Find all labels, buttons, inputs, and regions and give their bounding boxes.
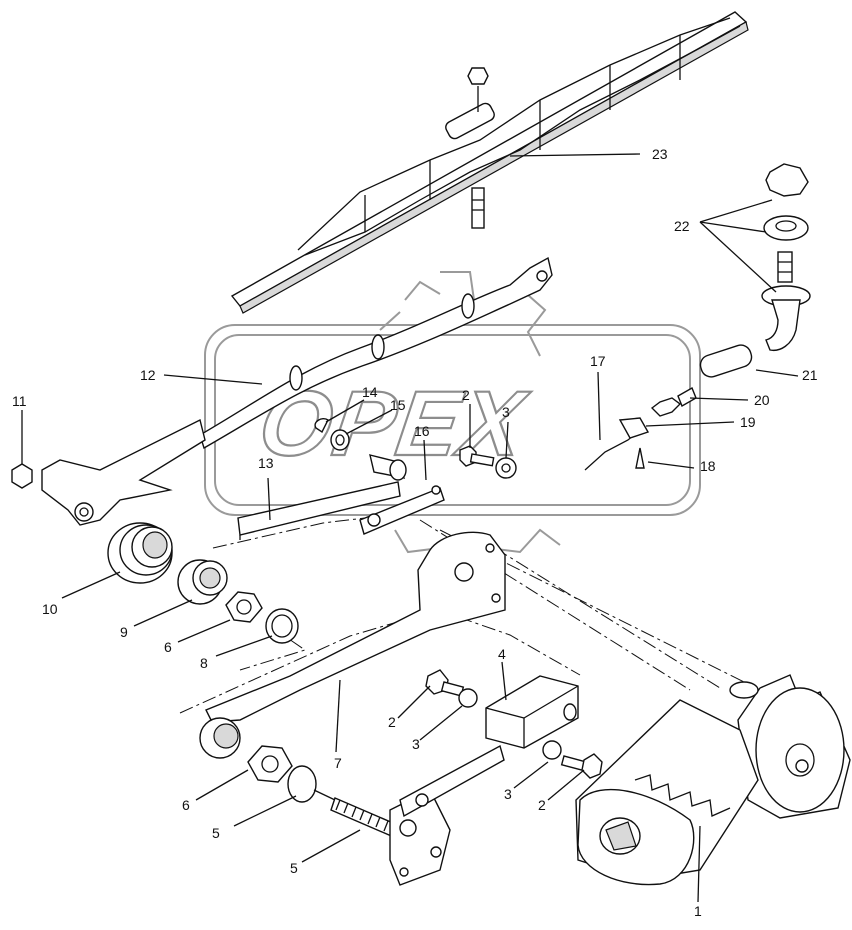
lower-bolt-head-2-icon <box>581 753 603 779</box>
callout-10: 10 <box>42 601 58 617</box>
washer-15-icon <box>330 429 350 451</box>
callout-15: 15 <box>390 397 406 413</box>
motor-bracket <box>199 531 506 759</box>
clip-icon <box>314 418 329 434</box>
lower-hex-nut-icon <box>247 745 293 783</box>
callout-17: 17 <box>590 353 606 369</box>
wiper-motor <box>575 674 851 886</box>
callout-20: 20 <box>754 392 770 408</box>
nozzle-washer-icon <box>763 215 809 241</box>
washer-icon <box>265 608 299 644</box>
callout-14: 14 <box>362 384 378 400</box>
nozzle-nut-icon <box>765 163 809 197</box>
callout-11: 11 <box>12 393 27 409</box>
leader-lines <box>21 153 799 903</box>
callout-9: 9 <box>120 624 128 640</box>
tension-spring <box>313 789 451 886</box>
link-plates <box>237 481 445 540</box>
callout-3-upper: 3 <box>502 404 510 420</box>
callout-5-lower: 5 <box>290 860 298 876</box>
callout-22: 22 <box>674 218 690 234</box>
blade-nut-icon <box>467 67 489 85</box>
wiper-arm <box>41 256 553 526</box>
wiper-blade <box>230 11 749 314</box>
callout-16: 16 <box>414 423 430 439</box>
callout-3-lower: 3 <box>504 786 512 802</box>
callout-2-upper: 2 <box>462 387 470 403</box>
callout-7: 7 <box>334 755 342 771</box>
spring-clip-icon <box>287 765 317 803</box>
callout-1: 1 <box>694 903 702 919</box>
nut-icon <box>11 463 33 489</box>
callout-21: 21 <box>802 367 818 383</box>
screw-icon <box>635 447 645 469</box>
washer-nozzle-assembly <box>584 163 811 471</box>
lower-washer-2-icon <box>542 740 562 760</box>
rubber-boot <box>107 522 173 584</box>
callout-6-upper: 6 <box>164 639 172 655</box>
callout-18: 18 <box>700 458 716 474</box>
washer-3-icon <box>495 457 517 479</box>
callout-6-lower: 6 <box>182 797 190 813</box>
callout-3-mid: 3 <box>412 736 420 752</box>
callout-2-mid: 2 <box>388 714 396 730</box>
callout-8: 8 <box>200 655 208 671</box>
blade-bolt-icon <box>471 187 485 229</box>
callout-numbers: 23 22 12 11 14 15 17 21 20 19 18 2 3 16 … <box>12 146 818 919</box>
callout-19: 19 <box>740 414 756 430</box>
callout-2-lower: 2 <box>538 797 546 813</box>
hex-nut-icon <box>225 591 263 623</box>
callout-5-upper: 5 <box>212 825 220 841</box>
callout-12: 12 <box>140 367 156 383</box>
hose-icon <box>699 344 753 378</box>
callout-4: 4 <box>498 646 506 662</box>
lower-washer-icon <box>458 688 478 708</box>
callout-13: 13 <box>258 455 274 471</box>
link-bracket <box>399 675 579 818</box>
bushing <box>177 559 228 605</box>
callout-23: 23 <box>652 146 668 162</box>
